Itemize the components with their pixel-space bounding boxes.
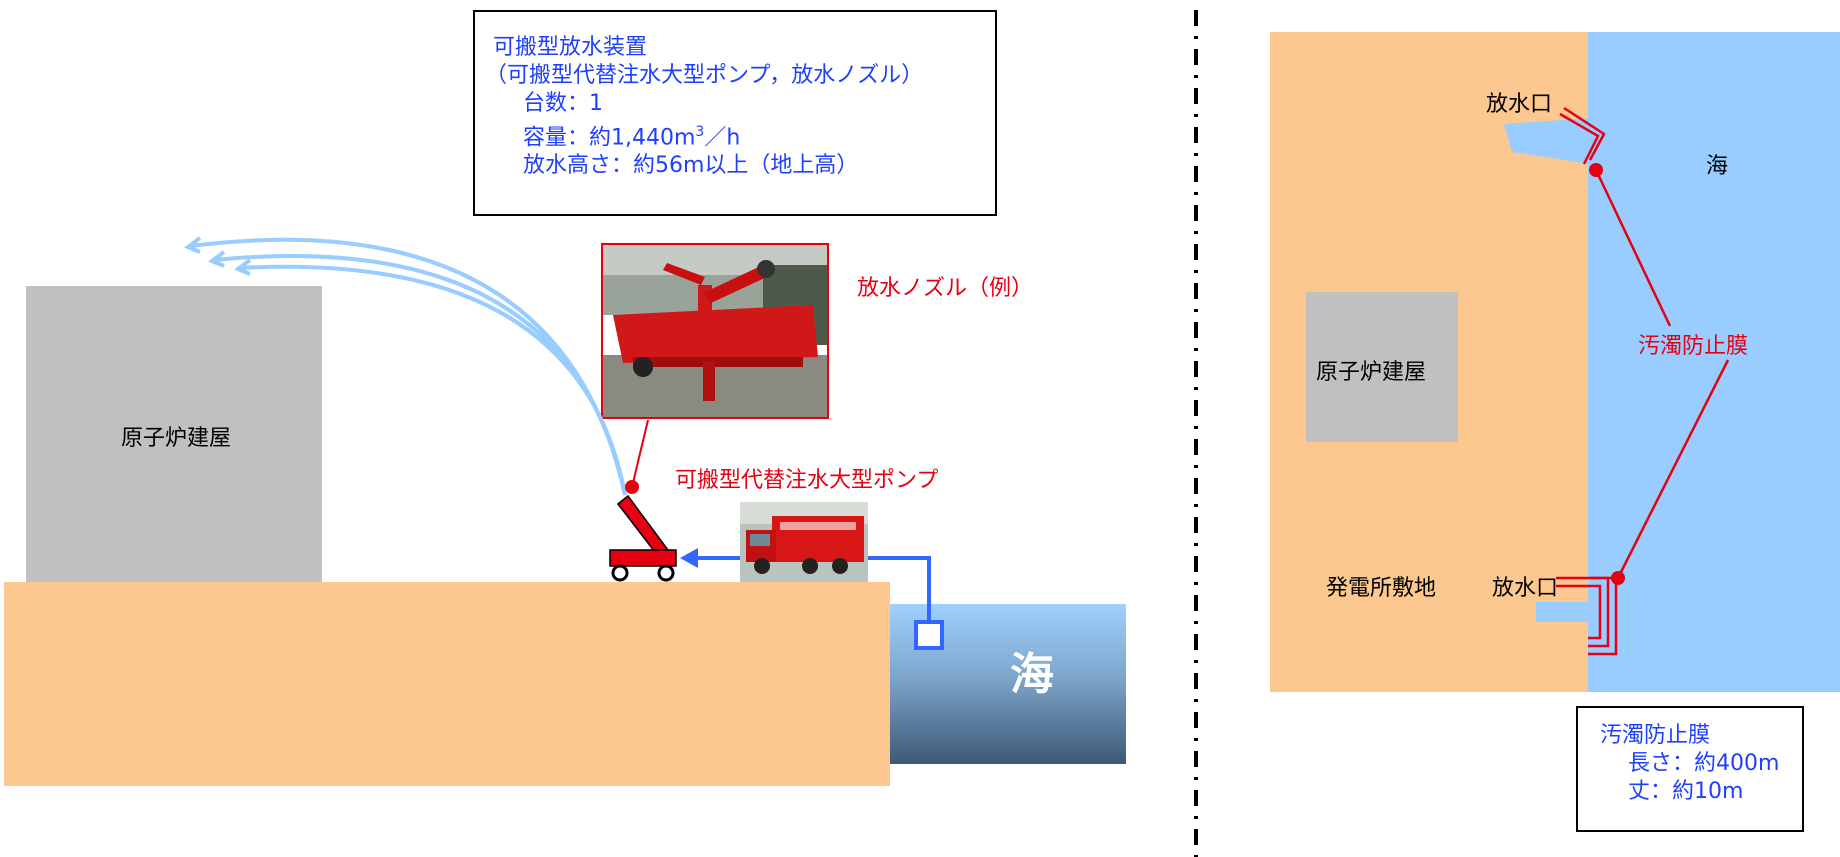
spec-height: 放水高さ：約56m以上（地上高） bbox=[523, 153, 859, 179]
outlet-bottom-label: 放水口 bbox=[1492, 576, 1559, 601]
silt-fence-anchor bbox=[1611, 571, 1625, 585]
pump-label: 可搬型代替注水大型ポンプ bbox=[675, 468, 939, 493]
right-diagram-lines bbox=[1504, 106, 1730, 656]
intake-box bbox=[914, 620, 944, 650]
spec-box: 可搬型放水装置 （可搬型代替注水大型ポンプ，放水ノズル） 台数：1 容量：約1,… bbox=[473, 10, 997, 216]
outlet-top-pipe bbox=[1559, 112, 1600, 165]
nozzle-label: 放水ノズル（例） bbox=[857, 276, 1034, 301]
reactor-building bbox=[26, 286, 322, 584]
outlet-bottom-pipe bbox=[1588, 576, 1618, 656]
site-label: 発電所敷地 bbox=[1326, 576, 1437, 601]
spec-capacity-prefix: 容量：約1,440m bbox=[523, 125, 696, 151]
membrane-box-title: 汚濁防止膜 bbox=[1600, 723, 1711, 748]
silt-fence-anchor bbox=[1589, 163, 1603, 177]
arrow-head bbox=[234, 258, 252, 276]
right-reactor-building bbox=[1306, 292, 1458, 442]
outlet-top-channel bbox=[1504, 118, 1590, 164]
nozzle-photo-image bbox=[603, 245, 827, 417]
left-diagram-lines bbox=[184, 236, 944, 650]
membrane-box-depth: 丈：約10m bbox=[1628, 779, 1744, 804]
spec-count: 台数：1 bbox=[523, 91, 603, 116]
arrow-head bbox=[208, 250, 226, 268]
outlet-bottom-channel bbox=[1536, 602, 1590, 622]
reactor-building-label: 原子炉建屋 bbox=[120, 426, 231, 451]
membrane-label: 汚濁防止膜 bbox=[1638, 334, 1749, 359]
dash-dot-divider bbox=[1194, 10, 1198, 857]
membrane-box: 汚濁防止膜 長さ：約400m 丈：約10m bbox=[1576, 706, 1804, 832]
silt-fence-line bbox=[1616, 359, 1730, 579]
nozzle-callout-dot bbox=[625, 480, 639, 494]
outlet-top-label: 放水口 bbox=[1486, 92, 1553, 117]
supply-arrow-head bbox=[680, 548, 698, 568]
spec-title: 可搬型放水装置 bbox=[493, 35, 648, 60]
silt-fence-line bbox=[1594, 169, 1672, 327]
right-sea bbox=[1588, 32, 1840, 692]
right-building-label: 原子炉建屋 bbox=[1316, 360, 1427, 385]
arrow-head bbox=[184, 236, 202, 254]
pump-truck-photo bbox=[740, 502, 868, 582]
spec-capacity-sup: 3 bbox=[695, 124, 705, 140]
water-spray-arc bbox=[239, 264, 627, 496]
spec-capacity-suffix: ／h bbox=[704, 125, 741, 151]
water-spray-arc bbox=[213, 253, 627, 496]
pump-truck-image bbox=[740, 502, 868, 582]
outlet-bottom-pipe bbox=[1556, 576, 1610, 648]
spec-capacity: 容量：約1,440m3／h bbox=[523, 118, 995, 152]
ground bbox=[4, 582, 890, 786]
membrane-box-length: 長さ：約400m bbox=[1628, 751, 1780, 776]
right-sea-label: 海 bbox=[1706, 154, 1729, 179]
outlet-bottom-pipe bbox=[1556, 584, 1602, 640]
outlet-top-pipe bbox=[1563, 106, 1606, 161]
sea-label: 海 bbox=[1010, 649, 1054, 700]
nozzle-photo bbox=[601, 243, 829, 419]
supply-pipe bbox=[868, 556, 931, 633]
nozzle-callout-line bbox=[631, 419, 649, 488]
spec-subtitle: （可搬型代替注水大型ポンプ，放水ノズル） bbox=[485, 63, 924, 88]
nozzle-cart-icon bbox=[609, 494, 677, 582]
